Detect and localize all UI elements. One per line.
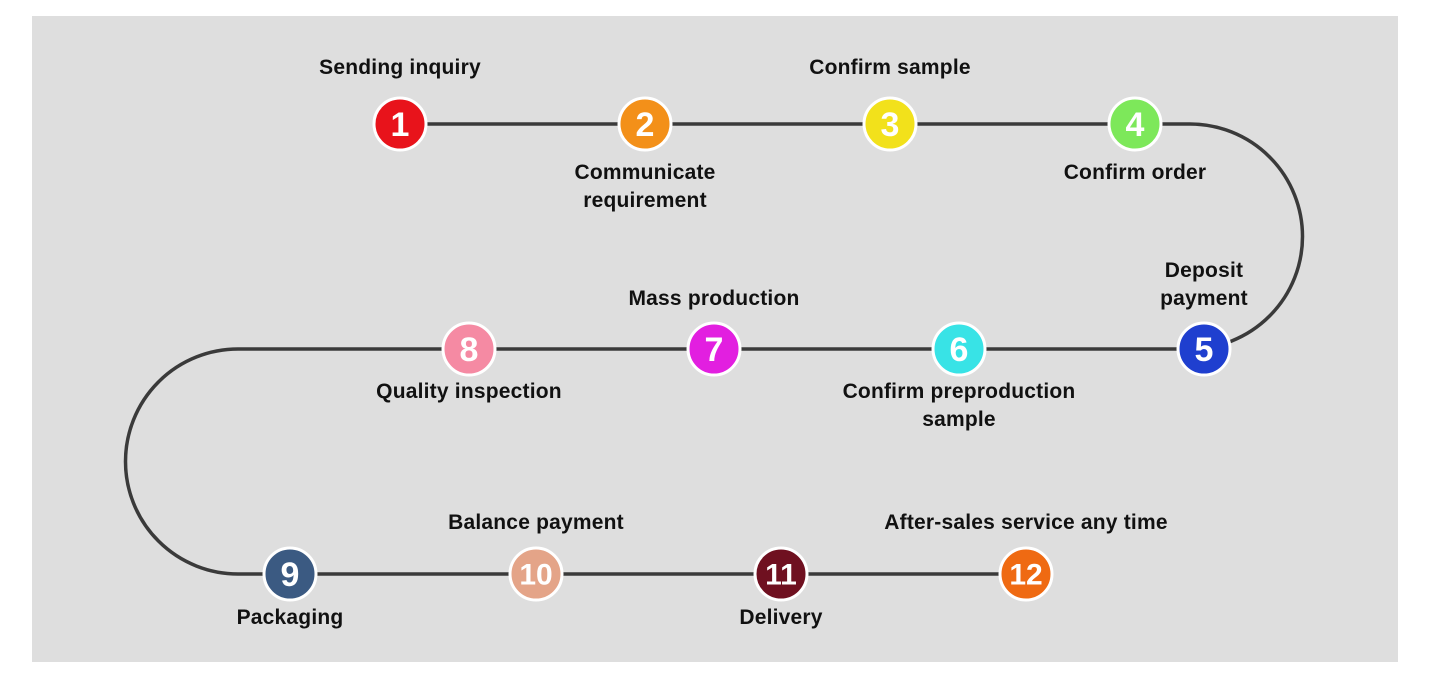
step-12-label: After-sales service any time <box>884 511 1168 534</box>
step-5-number: 5 <box>1195 331 1214 369</box>
step-3-number: 3 <box>881 106 900 144</box>
step-9-number: 9 <box>281 556 300 594</box>
step-7-label: Mass production <box>628 287 800 310</box>
step-11-label: Delivery <box>739 606 823 629</box>
step-11-number: 11 <box>765 559 797 592</box>
step-2-node: 2 <box>617 96 673 152</box>
step-10-circle <box>508 546 564 602</box>
step-11-node: 11 <box>753 546 809 602</box>
step-12-number: 12 <box>1009 559 1042 592</box>
step-10-node: 10 <box>508 546 564 602</box>
step-1-label: Sending inquiry <box>319 56 481 79</box>
step-5-circle <box>1176 321 1232 377</box>
step-9-label: Packaging <box>236 606 344 629</box>
step-8-node: 8 <box>441 321 497 377</box>
step-3-label: Confirm sample <box>809 56 971 79</box>
step-10-number: 10 <box>519 559 552 592</box>
step-12-node: 12 <box>998 546 1054 602</box>
step-9-circle <box>262 546 318 602</box>
step-8-circle <box>441 321 497 377</box>
step-7-circle <box>686 321 742 377</box>
step-12-circle <box>998 546 1054 602</box>
step-8-number: 8 <box>460 331 479 369</box>
step-10-label: Balance payment <box>448 511 624 534</box>
step-4-node: 4 <box>1107 96 1163 152</box>
step-2-circle <box>617 96 673 152</box>
step-1-node: 1 <box>372 96 428 152</box>
step-8-label: Quality inspection <box>376 380 562 403</box>
step-6-circle <box>931 321 987 377</box>
step-3-circle <box>862 96 918 152</box>
step-7-node: 7 <box>686 321 742 377</box>
step-1-number: 1 <box>391 106 410 144</box>
step-6-number: 6 <box>950 331 969 369</box>
step-9-node: 9 <box>262 546 318 602</box>
step-1-circle <box>372 96 428 152</box>
step-4-label: Confirm order <box>1063 161 1207 184</box>
step-7-number: 7 <box>705 331 724 369</box>
step-4-circle <box>1107 96 1163 152</box>
step-4-number: 4 <box>1126 106 1145 144</box>
step-6-node: 6 <box>931 321 987 377</box>
step-5-node: 5 <box>1176 321 1232 377</box>
step-11-circle <box>753 546 809 602</box>
step-3-node: 3 <box>862 96 918 152</box>
step-2-number: 2 <box>636 106 655 144</box>
